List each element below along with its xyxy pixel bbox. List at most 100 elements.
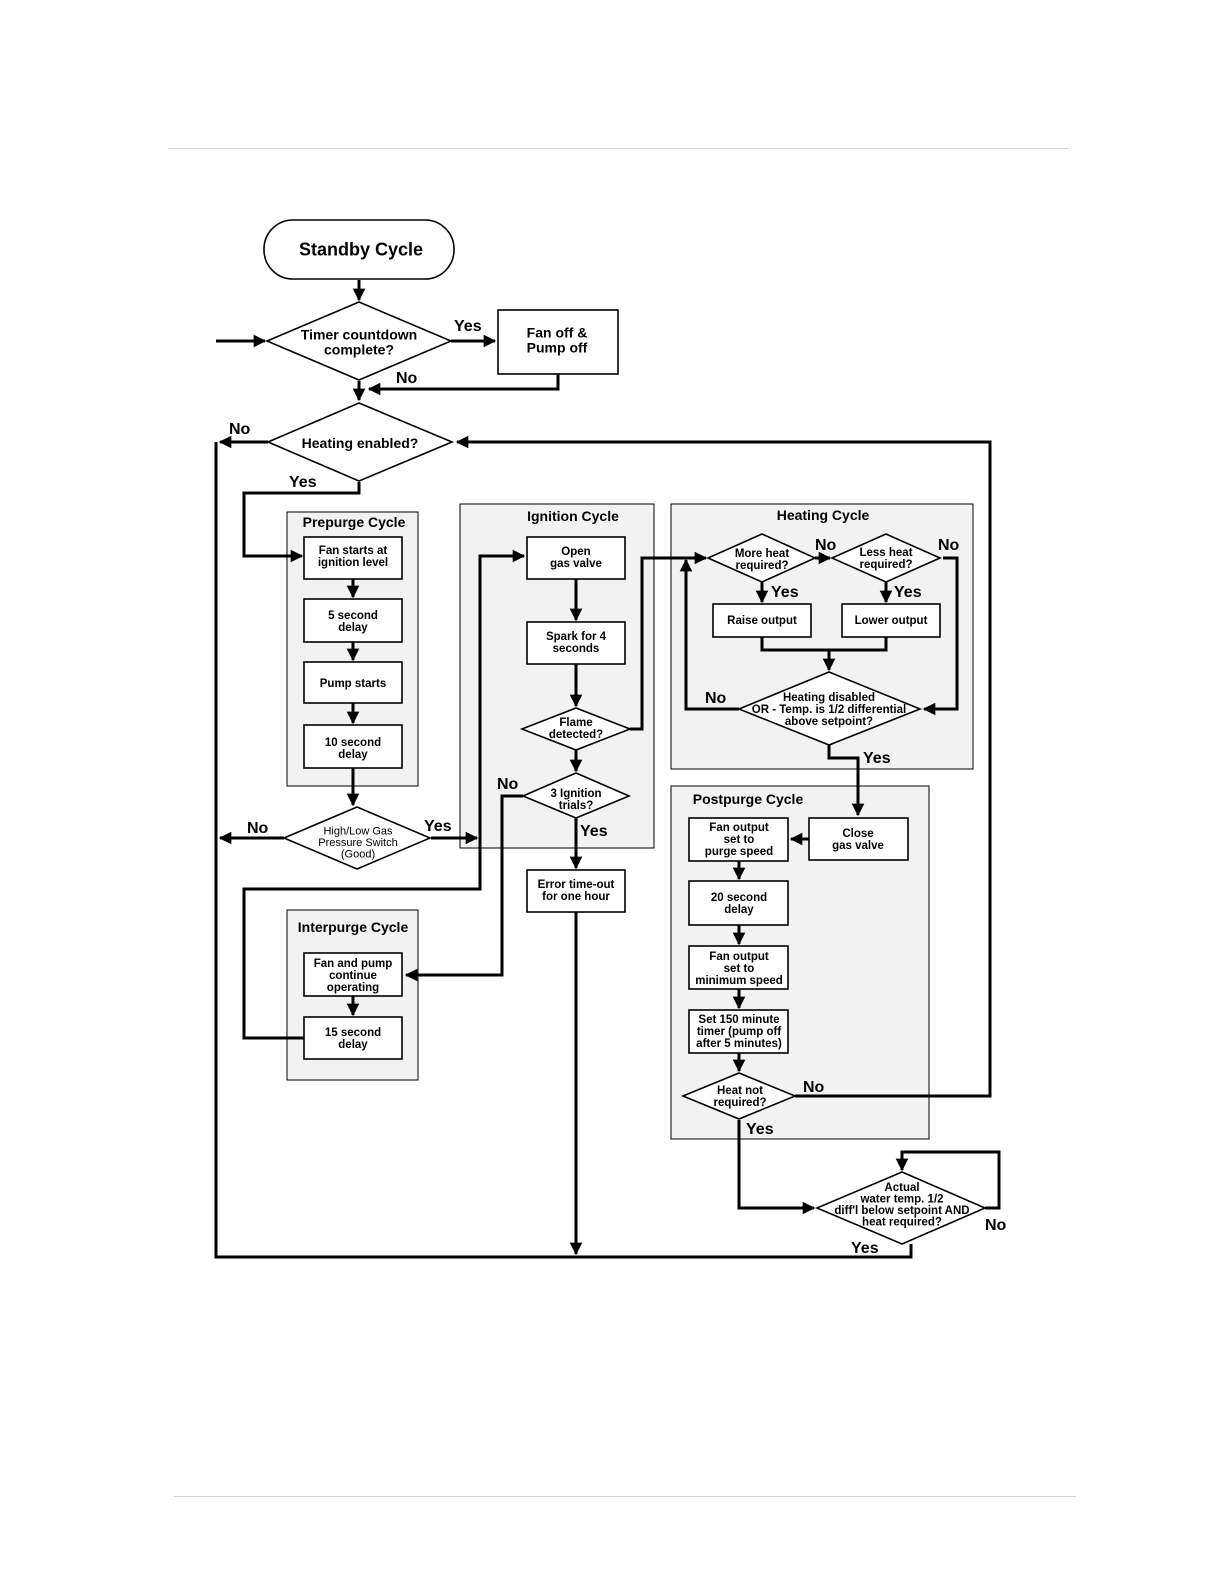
node-label-line: required? <box>713 1097 766 1109</box>
label-yes: Yes <box>771 584 799 601</box>
connector-actual-no <box>895 1150 1001 1210</box>
node-label-line: Pump starts <box>320 678 386 690</box>
node-label-line: delay <box>338 749 368 761</box>
label-yes: Yes <box>863 750 891 767</box>
label-yes: Yes <box>894 584 922 601</box>
label-no: No <box>815 537 837 554</box>
node-label: Raise output <box>727 615 797 627</box>
node-fan-off-pump-off: Fan off &Pump off <box>497 309 619 375</box>
connector-disabled-no <box>679 558 739 711</box>
node-label-line: required? <box>735 560 788 572</box>
label-yes: Yes <box>424 818 452 835</box>
node-label-line: 20 second <box>711 892 767 904</box>
node-label-line: detected? <box>549 729 603 741</box>
node-heating-enabled: Heating enabled? <box>265 402 455 482</box>
node-label-line: Flame <box>559 717 592 729</box>
connector-heatnot-yes <box>737 1120 816 1215</box>
node-label-line: Lower output <box>855 615 928 627</box>
group-title-prepurge: Prepurge Cycle <box>303 514 406 530</box>
node-label-line: (Good) <box>341 848 375 860</box>
node-label-line: required? <box>859 559 912 571</box>
connector-interpurge-return <box>242 549 526 1040</box>
connector-heating-yes <box>242 482 361 563</box>
label-yes: Yes <box>580 823 608 840</box>
group-title-ignition: Ignition Cycle <box>527 508 619 524</box>
connector-left-loop <box>214 442 913 1259</box>
node-label-line: minimum speed <box>695 975 783 987</box>
connector-lessheat-no <box>922 556 959 716</box>
group-title-heating: Heating Cycle <box>777 507 870 523</box>
node-label-line: 3 Ignition <box>550 788 601 800</box>
node-label-line: purge speed <box>705 846 773 858</box>
node-label-line: 15 second <box>325 1027 381 1039</box>
node-label-line: 5 second <box>328 610 378 622</box>
label-yes: Yes <box>851 1240 879 1257</box>
label-yes: Yes <box>289 474 317 491</box>
node-label-line: timer (pump off <box>697 1026 781 1038</box>
node-label-line: trials? <box>559 800 594 812</box>
node-label-line: Raise output <box>727 615 797 627</box>
label-no: No <box>803 1079 825 1096</box>
label-no: No <box>396 370 418 387</box>
node-label-line: Error time-out <box>538 879 615 891</box>
node-label-line: Pressure Switch <box>318 837 397 849</box>
node-label-line: High/Low Gas <box>323 825 393 837</box>
node-label-line: Spark for 4 <box>546 631 607 643</box>
node-label-line: set to <box>724 834 755 846</box>
node-label-line: complete? <box>324 341 394 357</box>
node-lower-output: Lower output <box>841 603 941 638</box>
node-label-line: after 5 minutes) <box>696 1038 782 1050</box>
node-label-line: OR - Temp. is 1/2 differential <box>752 704 906 716</box>
group-title-interpurge: Interpurge Cycle <box>298 919 409 935</box>
node-label-line: Less heat <box>859 547 912 559</box>
node-raise-output: Raise output <box>712 603 812 638</box>
label-no: No <box>497 776 519 793</box>
node-standby-cycle: Standby Cycle <box>263 219 455 280</box>
node-label-line: gas valve <box>832 840 884 852</box>
node-label-line: for one hour <box>542 891 610 903</box>
connector-trials-no <box>404 794 523 982</box>
node-label-line: operating <box>327 982 379 994</box>
label-yes: Yes <box>454 318 482 335</box>
label-no: No <box>229 421 251 438</box>
connector-flame-heating <box>630 551 708 731</box>
node-label-line: water temp. 1/2 <box>859 1193 943 1205</box>
node-label-line: seconds <box>553 643 600 655</box>
label-yes: Yes <box>746 1121 774 1138</box>
